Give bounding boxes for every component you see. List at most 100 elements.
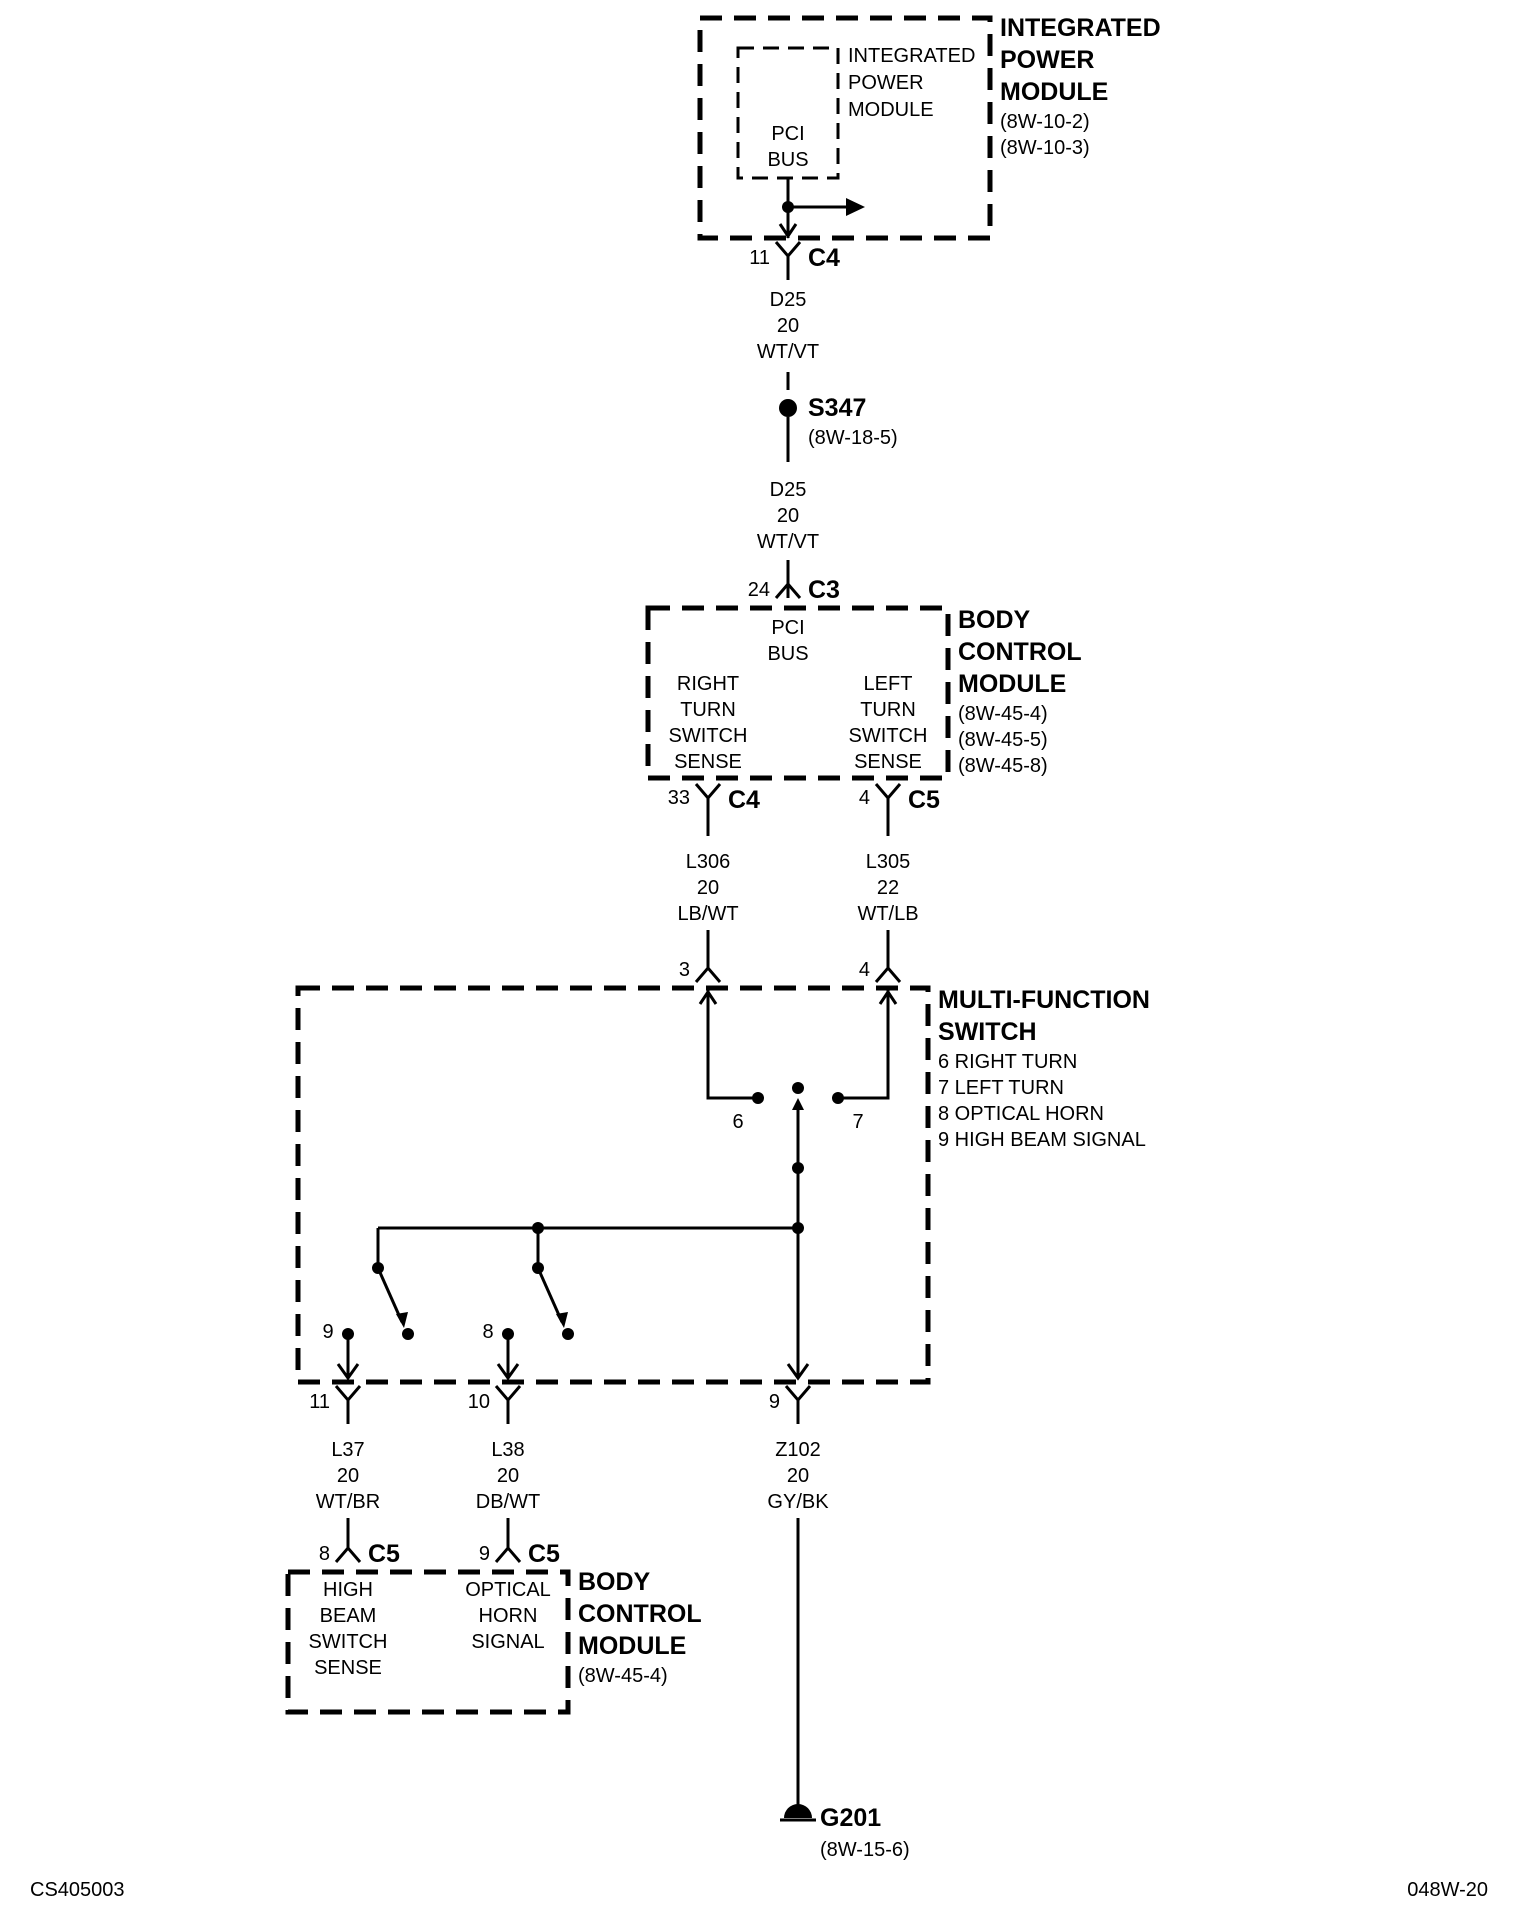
- multi-function-switch: 3 4 MULTI-FUNCTION SWITCH 6 RIGHT TURN 7…: [295, 959, 1150, 1413]
- bcm-top-left-turn-3: SWITCH: [849, 725, 928, 747]
- bcm-top-pci-2: BUS: [767, 643, 808, 665]
- wire-d25-upper-color: WT/VT: [757, 341, 819, 363]
- bcm-bottom-c5b-connector-symbol: [494, 1545, 522, 1563]
- ipm-connector-symbol: [774, 241, 802, 259]
- wire-l38-circuit: L38: [491, 1439, 524, 1461]
- mfs-pin11-arrow-icon: [336, 1363, 360, 1381]
- ipm-title-3: MODULE: [1000, 78, 1108, 106]
- ipm-inner-title-2: POWER: [848, 72, 924, 94]
- wire-l306-gauge: 20: [697, 877, 719, 899]
- bcm-bottom-title-3: MODULE: [578, 1632, 686, 1660]
- wire-l37-color: WT/BR: [316, 1491, 380, 1513]
- bcm-bottom-pin-a: 8: [319, 1543, 330, 1565]
- ipm-outline: [697, 15, 993, 241]
- mfs-contact-7: [832, 1092, 844, 1104]
- bcm-top-ref-3: (8W-45-8): [958, 755, 1048, 777]
- mfs-pin-11: 11: [309, 1391, 330, 1413]
- ipm-pin: 11: [749, 247, 770, 269]
- splice-dot: [779, 399, 797, 417]
- ipm-inner-title-3: MODULE: [848, 99, 934, 121]
- mfs-title-2: SWITCH: [938, 1018, 1037, 1046]
- mfs-optical-horn-switch-arrow-icon: [556, 1312, 568, 1328]
- ipm-branch-arrow-icon: [846, 198, 865, 216]
- bcm-top-left-turn-2: TURN: [860, 699, 916, 721]
- footer-right-code: 048W-20: [1407, 1879, 1488, 1901]
- bcm-top-connector-right: C4: [728, 786, 760, 814]
- mfs-pos-9: 9: [322, 1321, 333, 1343]
- mfs-pin10-arrow-icon: [496, 1363, 520, 1381]
- bcm-top-pci-1: PCI: [771, 617, 804, 639]
- bcm-top-left-turn-4: SENSE: [854, 751, 922, 773]
- mfs-legend-1: 6 RIGHT TURN: [938, 1051, 1077, 1073]
- ipm-down-arrow-icon: [778, 223, 798, 239]
- ipm-ref-2: (8W-10-3): [1000, 137, 1090, 159]
- ipm-title-1: INTEGRATED: [1000, 14, 1161, 42]
- ground-icon: [784, 1804, 812, 1818]
- wire-l305-gauge: 22: [877, 877, 899, 899]
- mfs-pin9-connector-symbol: [784, 1385, 812, 1403]
- bcm-top-pin-left: 4: [859, 787, 870, 809]
- wire-l305-color: WT/LB: [857, 903, 918, 925]
- ipm-pci-label-2: BUS: [767, 149, 808, 171]
- bcm-top-c4-connector-symbol: [694, 783, 722, 801]
- ground-g201: G201 (8W-15-6): [780, 1804, 910, 1861]
- mfs-pos-6: 6: [732, 1111, 743, 1133]
- wire-d25-lower-circuit: D25: [770, 479, 807, 501]
- bcm-bottom-connector-a: C5: [368, 1540, 400, 1568]
- wire-d25-lower: D25 20 WT/VT: [757, 417, 819, 598]
- splice-name: S347: [808, 394, 866, 422]
- mfs-pin-3: 3: [679, 959, 690, 981]
- mfs-optical-horn-contact: [562, 1328, 574, 1340]
- wire-d25-upper: D25 20 WT/VT: [757, 256, 819, 390]
- bcm-top-right-turn-3: SWITCH: [669, 725, 748, 747]
- footer-left-code: CS405003: [30, 1879, 125, 1901]
- wire-z102: Z102 20 GY/BK: [767, 1400, 829, 1810]
- bcm-top-pin-right: 33: [668, 787, 690, 809]
- ipm-title-2: POWER: [1000, 46, 1094, 74]
- splice-ref: (8W-18-5): [808, 427, 898, 449]
- integrated-power-module: INTEGRATED POWER MODULE PCI BUS INTEGRAT…: [697, 14, 1161, 272]
- bcm-bottom-optical-horn-3: SIGNAL: [471, 1631, 544, 1653]
- bcm-top-connector-left: C5: [908, 786, 940, 814]
- ground-ref: (8W-15-6): [820, 1839, 910, 1861]
- wire-l37-gauge: 20: [337, 1465, 359, 1487]
- mfs-legend-3: 8 OPTICAL HORN: [938, 1103, 1104, 1125]
- bcm-top-c5-connector-symbol: [874, 783, 902, 801]
- mfs-pin4-connector-symbol: [874, 965, 902, 983]
- wire-l37: L37 20 WT/BR: [316, 1400, 380, 1548]
- mfs-contact-6: [752, 1092, 764, 1104]
- bcm-top-right-turn-2: TURN: [680, 699, 736, 721]
- mfs-pin11-connector-symbol: [334, 1385, 362, 1403]
- mfs-left-turn-arrow-icon: [878, 989, 898, 1005]
- wire-l306-color: LB/WT: [677, 903, 738, 925]
- ipm-ref-1: (8W-10-2): [1000, 111, 1090, 133]
- mfs-pos-8: 8: [482, 1321, 493, 1343]
- ipm-inner-title-1: INTEGRATED: [848, 45, 975, 67]
- wire-l38-color: DB/WT: [476, 1491, 540, 1513]
- mfs-pin-9: 9: [769, 1391, 780, 1413]
- mfs-legend-2: 7 LEFT TURN: [938, 1077, 1064, 1099]
- ipm-connector: C4: [808, 244, 840, 272]
- bcm-bottom-title-1: BODY: [578, 1568, 651, 1596]
- mfs-high-beam-contact: [402, 1328, 414, 1340]
- wire-l305-circuit: L305: [866, 851, 911, 873]
- wire-z102-circuit: Z102: [775, 1439, 821, 1461]
- bcm-bottom-c5a-connector-symbol: [334, 1545, 362, 1563]
- mfs-high-beam-switch-arrow-icon: [396, 1312, 408, 1328]
- bcm-top-right-turn-1: RIGHT: [677, 673, 739, 695]
- bcm-bottom-connector-b: C5: [528, 1540, 560, 1568]
- bcm-bottom-outline: [285, 1569, 571, 1715]
- bcm-bottom-pin-b: 9: [479, 1543, 490, 1565]
- wire-d25-upper-circuit: D25: [770, 289, 807, 311]
- mfs-title-1: MULTI-FUNCTION: [938, 986, 1150, 1014]
- bcm-top-ref-2: (8W-45-5): [958, 729, 1048, 751]
- bcm-top-c3-connector-symbol: [774, 581, 802, 599]
- bcm-bottom-optical-horn-2: HORN: [479, 1605, 538, 1627]
- bcm-top-title-1: BODY: [958, 606, 1031, 634]
- wire-l305: L305 22 WT/LB: [857, 798, 919, 968]
- mfs-pos-7: 7: [852, 1111, 863, 1133]
- bcm-top-right-turn-4: SENSE: [674, 751, 742, 773]
- bcm-bottom-high-beam-2: BEAM: [320, 1605, 377, 1627]
- mfs-pin-4: 4: [859, 959, 870, 981]
